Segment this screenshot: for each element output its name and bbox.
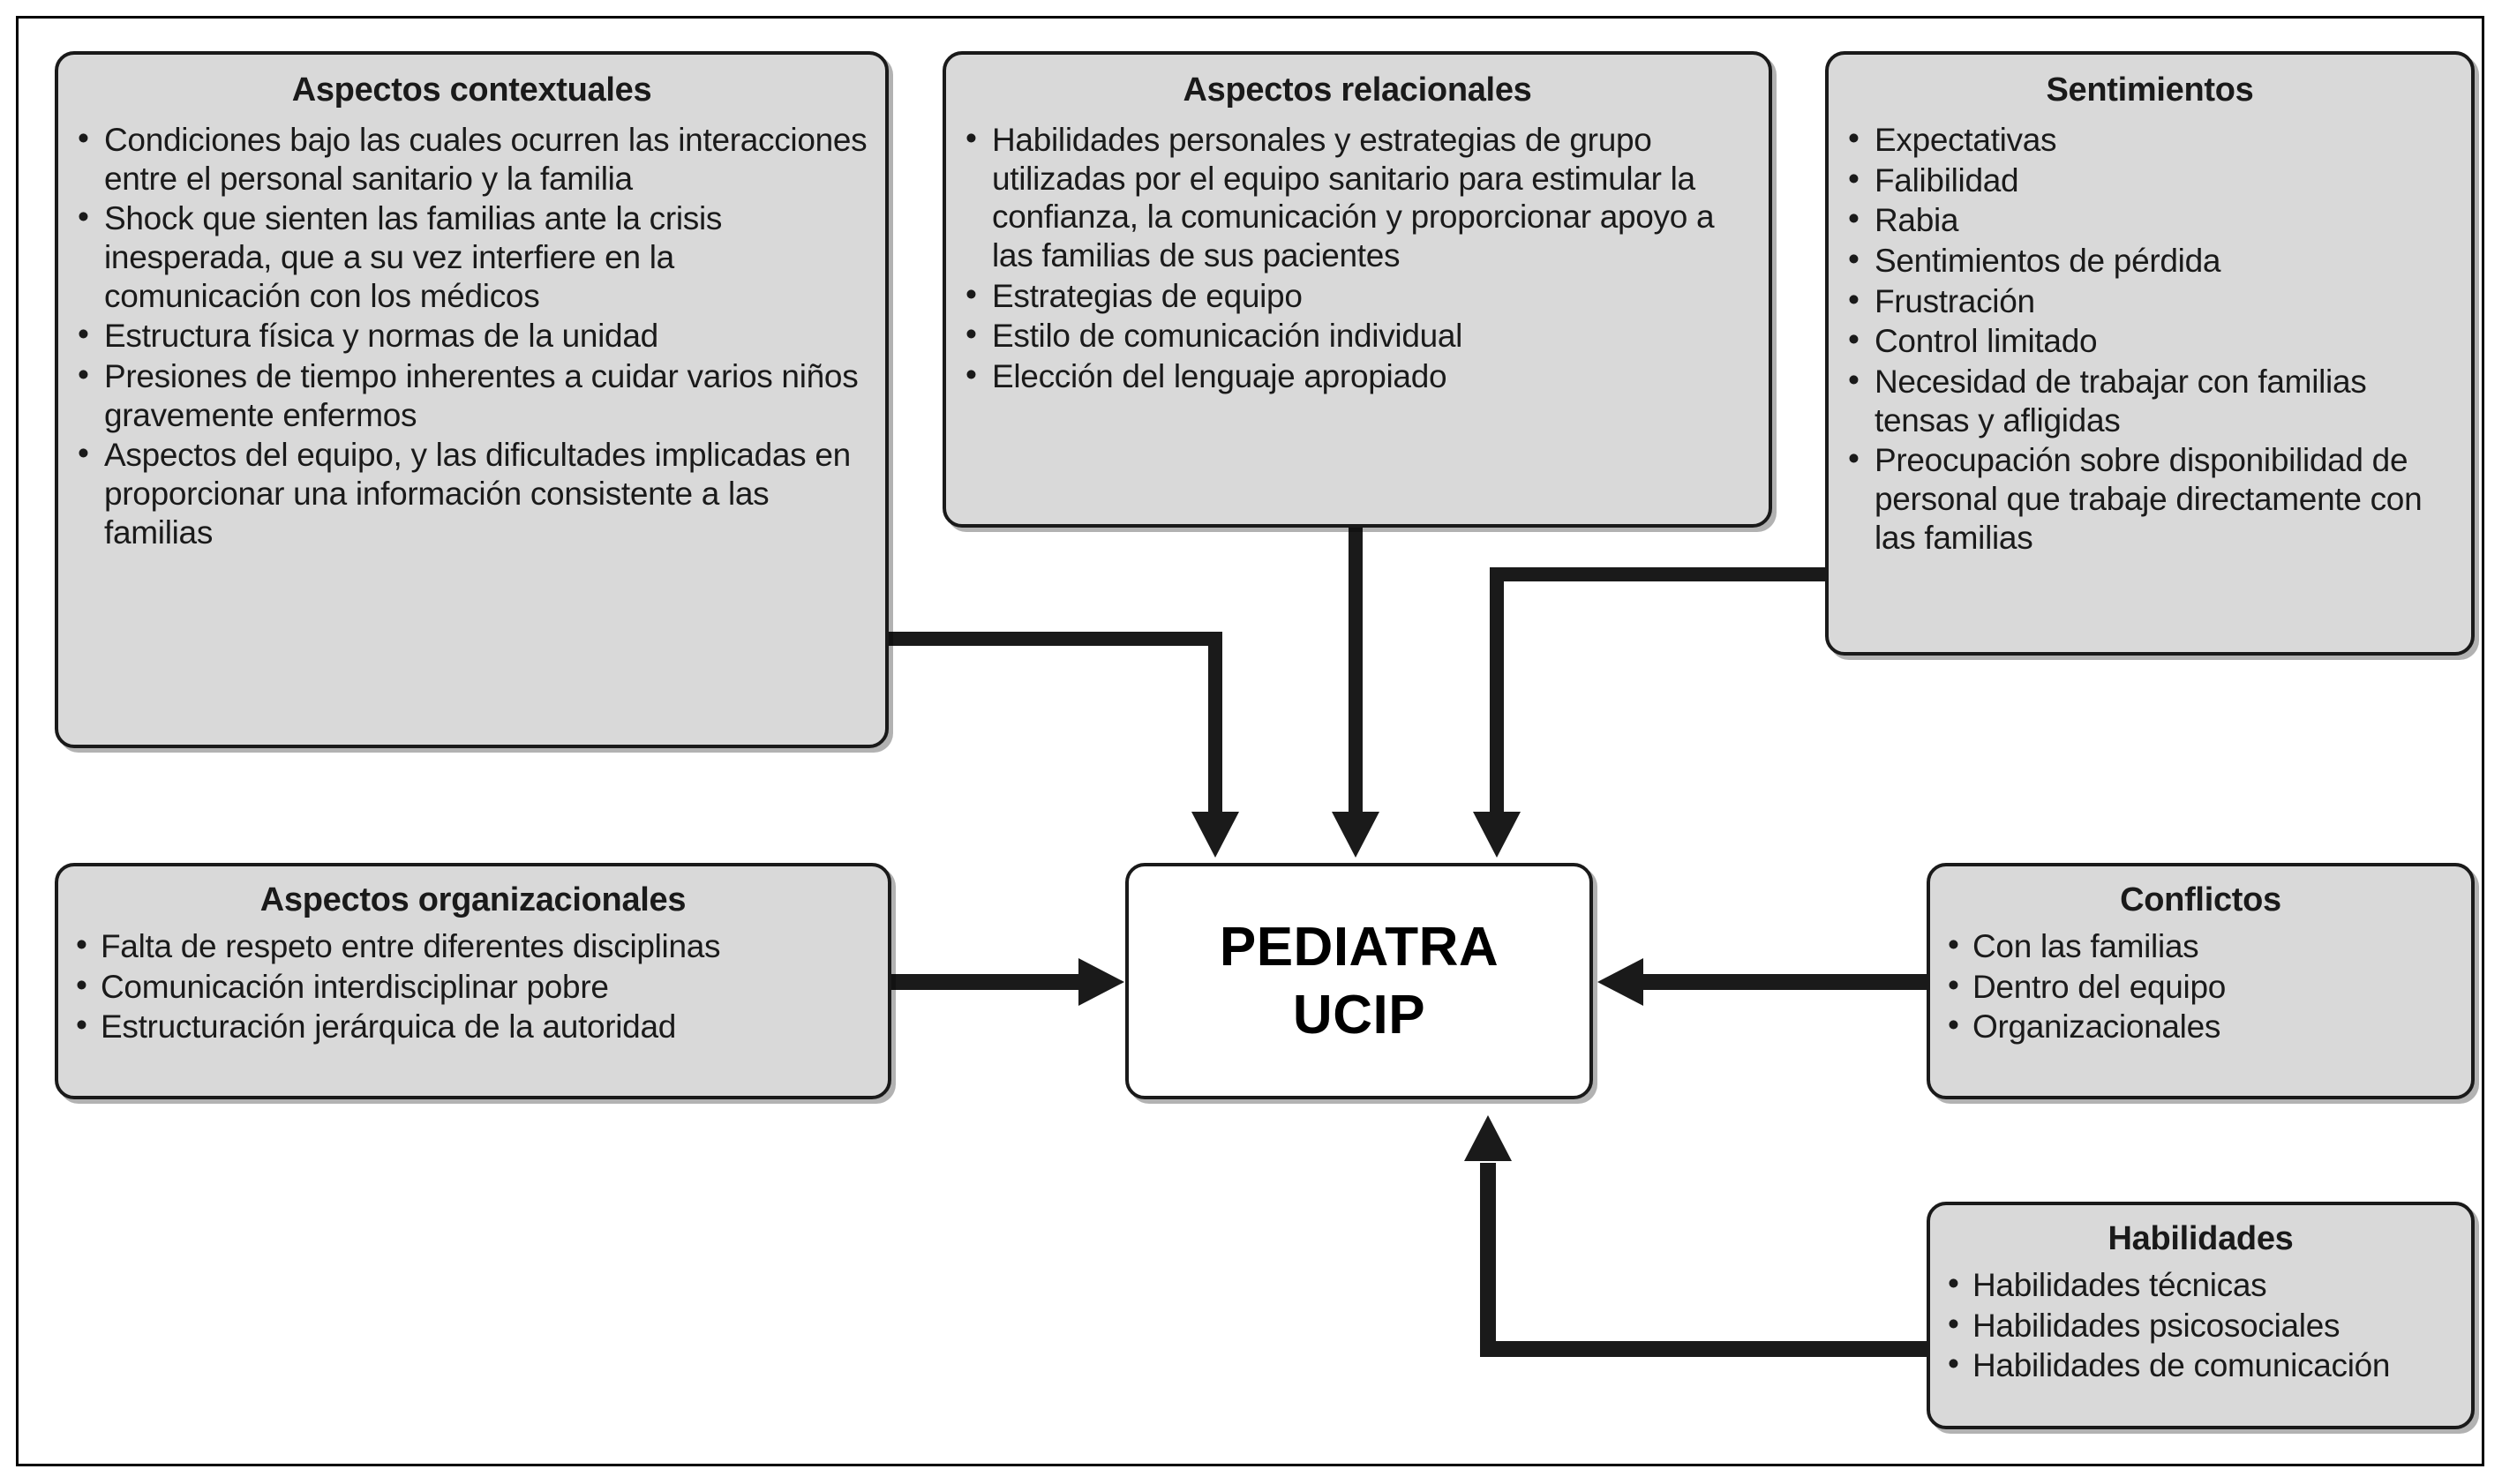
arrowhead-conflictos-to-center: [1597, 958, 1643, 1006]
arrowhead-relacionales-to-center: [1332, 812, 1379, 858]
list-item: Elección del lenguaje apropiado: [962, 356, 1753, 396]
box-habilidades[interactable]: Habilidades Habilidades técnicas Habilid…: [1927, 1202, 2475, 1429]
box-title-contextuales: Aspectos contextuales: [291, 71, 652, 109]
list-item: Estilo de comunicación individual: [962, 315, 1753, 356]
arrowhead-contextuales-to-center: [1191, 812, 1239, 858]
bullet-list-habilidades: Habilidades técnicas Habilidades psicoso…: [1946, 1264, 2455, 1385]
center-node-line-1: PEDIATRA: [1219, 916, 1499, 978]
list-item: Necesidad de trabajar con familias tensa…: [1845, 361, 2455, 439]
list-item: Aspectos del equipo, y las dificultades …: [74, 434, 869, 551]
center-node-label: PEDIATRA UCIP: [1220, 913, 1499, 1050]
list-item: Habilidades personales y estrategias de …: [962, 119, 1753, 275]
list-item: Dentro del equipo: [1946, 966, 2455, 1007]
connector-habilidades-horizontal: [1480, 1341, 1928, 1357]
list-item: Preocupación sobre disponibilidad de per…: [1845, 439, 2455, 557]
list-item: Con las familias: [1946, 926, 2455, 966]
bullet-list-conflictos: Con las familias Dentro del equipo Organ…: [1946, 926, 2455, 1046]
bullet-list-sentimientos: Expectativas Falibilidad Rabia Sentimien…: [1845, 119, 2455, 557]
box-title-sentimientos: Sentimientos: [2046, 71, 2254, 109]
bullet-list-organizacionales: Falta de respeto entre diferentes discip…: [74, 926, 872, 1046]
list-item: Estructura física y normas de la unidad: [74, 315, 869, 356]
bullet-list-contextuales: Condiciones bajo las cuales ocurren las …: [74, 119, 869, 551]
list-item: Falibilidad: [1845, 160, 2455, 200]
connector-sentimientos-vertical: [1490, 567, 1504, 817]
list-item: Shock que sienten las familias ante la c…: [74, 198, 869, 315]
center-node-line-2: UCIP: [1292, 985, 1426, 1046]
list-item: Falta de respeto entre diferentes discip…: [74, 926, 872, 966]
arrowhead-organizacionales-to-center: [1078, 958, 1124, 1006]
connector-organizacionales-horizontal: [891, 974, 1081, 990]
box-aspectos-organizacionales[interactable]: Aspectos organizacionales Falta de respe…: [55, 863, 891, 1099]
box-title-organizacionales: Aspectos organizacionales: [259, 881, 687, 918]
box-title-relacionales: Aspectos relacionales: [1183, 71, 1532, 109]
connector-relacionales-vertical: [1349, 525, 1363, 817]
list-item: Organizacionales: [1946, 1006, 2455, 1046]
list-item: Control limitado: [1845, 320, 2455, 361]
box-title-conflictos: Conflictos: [2120, 881, 2281, 918]
list-item: Sentimientos de pérdida: [1845, 240, 2455, 281]
box-sentimientos[interactable]: Sentimientos Expectativas Falibilidad Ra…: [1825, 51, 2475, 656]
arrowhead-habilidades-to-center: [1464, 1115, 1512, 1161]
connector-contextuales-vertical: [1208, 632, 1222, 817]
bullet-list-relacionales: Habilidades personales y estrategias de …: [962, 119, 1753, 396]
box-aspectos-relacionales[interactable]: Aspectos relacionales Habilidades person…: [943, 51, 1772, 528]
connector-contextuales-horizontal: [887, 632, 1222, 646]
outer-border-frame: [16, 16, 2484, 1466]
list-item: Habilidades técnicas: [1946, 1264, 2455, 1305]
list-item: Habilidades de comunicación: [1946, 1345, 2455, 1385]
box-conflictos[interactable]: Conflictos Con las familias Dentro del e…: [1927, 863, 2475, 1099]
list-item: Rabia: [1845, 199, 2455, 240]
list-item: Habilidades psicosociales: [1946, 1305, 2455, 1345]
arrowhead-sentimientos-to-center: [1473, 812, 1521, 858]
list-item: Expectativas: [1845, 119, 2455, 160]
box-aspectos-contextuales[interactable]: Aspectos contextuales Condiciones bajo l…: [55, 51, 889, 748]
box-center-pediatra-ucip[interactable]: PEDIATRA UCIP: [1125, 863, 1593, 1099]
list-item: Presiones de tiempo inherentes a cuidar …: [74, 356, 869, 434]
connector-habilidades-vertical: [1480, 1163, 1496, 1357]
list-item: Estructuración jerárquica de la autorida…: [74, 1006, 872, 1046]
list-item: Comunicación interdisciplinar pobre: [74, 966, 872, 1007]
connector-conflictos-horizontal: [1643, 974, 1927, 990]
list-item: Estrategias de equipo: [962, 275, 1753, 316]
box-title-habilidades: Habilidades: [2108, 1220, 2294, 1257]
list-item: Frustración: [1845, 281, 2455, 321]
connector-sentimientos-horizontal: [1490, 567, 1927, 581]
list-item: Condiciones bajo las cuales ocurren las …: [74, 119, 869, 198]
